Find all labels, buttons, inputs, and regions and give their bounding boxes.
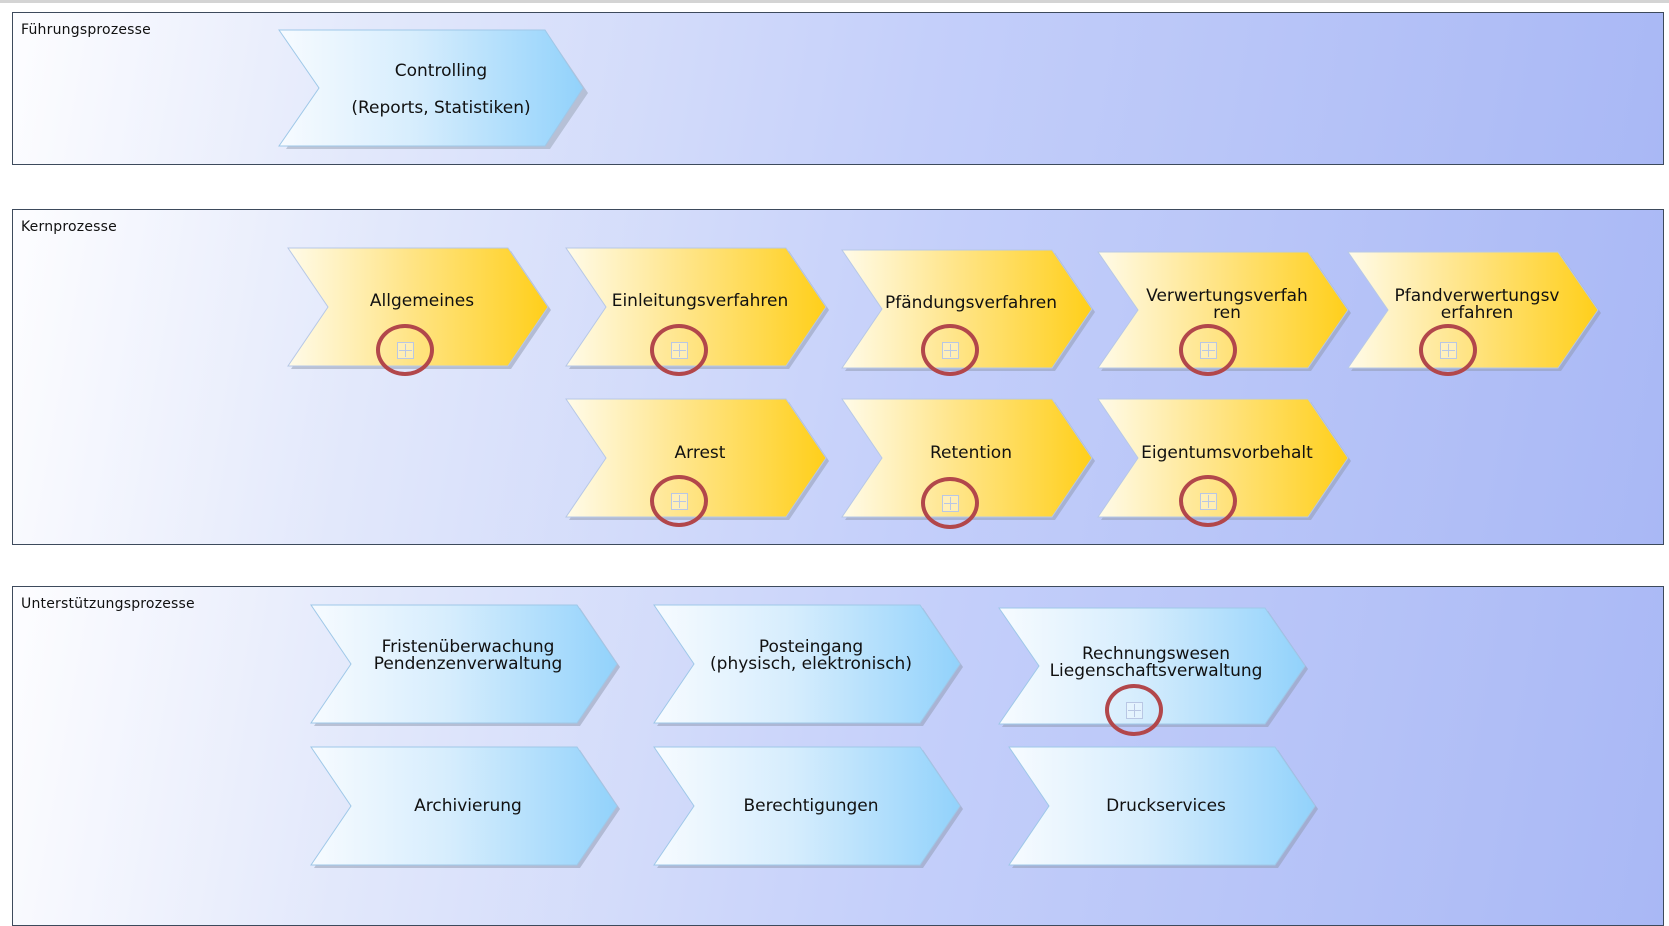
process-core-0-label: Allgemeines	[288, 248, 548, 366]
highlight-circle	[650, 475, 708, 527]
process-support-1[interactable]: Posteingang(physisch, elektronisch)	[653, 604, 963, 726]
chevron-shape	[310, 746, 620, 868]
process-core-1-label: Einleitungsverfahren	[566, 248, 826, 366]
lane-label-unterstuetzungsprozesse: Unterstützungsprozesse	[21, 596, 195, 612]
text-line: Allgemeines	[369, 291, 475, 311]
lane-label-kernprozesse: Kernprozesse	[21, 219, 117, 235]
text-line: Arrest	[674, 443, 726, 463]
process-support-3-label: Archivierung	[311, 747, 617, 865]
process-core-1[interactable]: Einleitungsverfahren	[565, 247, 829, 376]
chevron-shape	[653, 746, 963, 868]
text-line: erfahren	[1440, 303, 1514, 323]
process-support-5-label: Druckservices	[1009, 747, 1315, 865]
chevron-shape	[310, 604, 620, 726]
chevron-shape	[653, 604, 963, 726]
text-line: Liegenschaftsverwaltung	[1049, 661, 1263, 681]
process-support-1-label: Posteingang(physisch, elektronisch)	[654, 605, 960, 723]
process-support-4-label: Berechtigungen	[654, 747, 960, 865]
text-line: Fristenüberwachung	[381, 637, 555, 657]
text-line: Eigentumsvorbehalt	[1141, 443, 1313, 463]
chevron-shape	[287, 247, 551, 369]
process-controlling[interactable]: Controlling (Reports, Statistiken)	[278, 29, 588, 150]
text-line: Pendenzenverwaltung	[373, 654, 563, 674]
text-line: Druckservices	[1106, 795, 1226, 816]
process-core-6-label: Retention	[842, 399, 1092, 517]
text-line: ren	[1213, 303, 1241, 323]
chevron-shape	[841, 249, 1095, 371]
chevron-shape	[1347, 251, 1601, 371]
process-core-7[interactable]: Eigentumsvorbehalt	[1097, 398, 1351, 527]
text-line: Archivierung	[414, 795, 522, 816]
top-divider	[0, 0, 1669, 3]
chevron-shape	[565, 398, 829, 520]
process-core-7-label: Eigentumsvorbehalt	[1098, 399, 1348, 517]
process-core-2[interactable]: Pfändungsverfahren	[841, 249, 1095, 376]
process-support-3[interactable]: Archivierung	[310, 746, 620, 868]
text-line: Posteingang	[758, 637, 864, 657]
lane-label-fuehrungsprozesse: Führungsprozesse	[21, 22, 151, 38]
highlight-circle	[921, 324, 979, 376]
text-line: Retention	[930, 443, 1012, 463]
highlight-circle	[1179, 324, 1237, 376]
process-support-5[interactable]: Druckservices	[1008, 746, 1318, 868]
highlight-circle	[1419, 324, 1477, 376]
text-line: Berechtigungen	[743, 795, 879, 816]
text-line: Rechnungswesen	[1081, 644, 1231, 664]
lane-fuehrungsprozesse: Führungsprozesse	[12, 12, 1664, 165]
text-line: (Reports, Statistiken)	[351, 98, 531, 118]
process-core-0[interactable]: Allgemeines	[287, 247, 551, 376]
process-support-4[interactable]: Berechtigungen	[653, 746, 963, 868]
chevron-shape	[1097, 251, 1351, 371]
chevron-shape	[1097, 398, 1351, 520]
text-line: Verwertungsverfah	[1146, 286, 1308, 306]
chevron-shape	[278, 29, 588, 149]
text-line: Einleitungsverfahren	[611, 291, 789, 311]
highlight-circle	[1179, 475, 1237, 527]
chevron-shape	[841, 398, 1095, 520]
highlight-circle	[921, 477, 979, 529]
text-line: Controlling	[394, 61, 488, 81]
highlight-circle	[376, 324, 434, 376]
process-core-6[interactable]: Retention	[841, 398, 1095, 529]
process-core-5-label: Arrest	[566, 399, 826, 517]
text-line: Pfandverwertungsv	[1394, 286, 1560, 306]
text-line: (physisch, elektronisch)	[710, 654, 912, 674]
process-core-2-label: Pfändungsverfahren	[842, 250, 1092, 368]
chevron-shape	[565, 247, 829, 369]
chevron-shape	[998, 607, 1308, 727]
text-line: Pfändungsverfahren	[885, 293, 1057, 313]
process-controlling-label: Controlling (Reports, Statistiken)	[279, 30, 585, 150]
chevron-shape	[1008, 746, 1318, 868]
process-core-5[interactable]: Arrest	[565, 398, 829, 527]
highlight-circle	[1105, 684, 1163, 736]
highlight-circle	[650, 324, 708, 376]
